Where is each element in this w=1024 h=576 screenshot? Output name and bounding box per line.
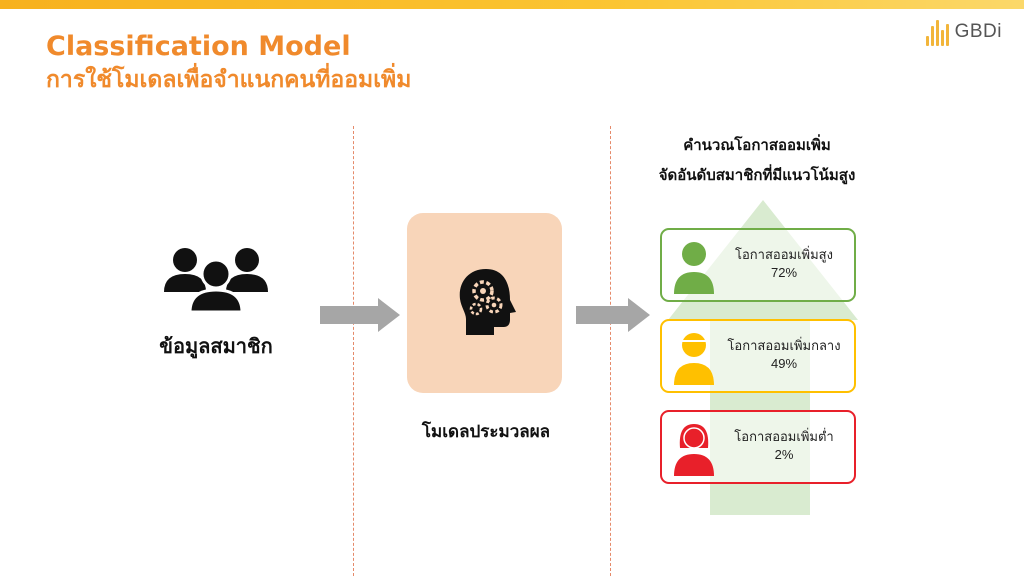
card-percent: 49%: [770, 356, 798, 371]
person-cap-icon: [674, 330, 714, 385]
card-percent: 72%: [770, 265, 798, 280]
title-thai: การใช้โมเดลเพื่อจำแนกคนที่ออมเพิ่ม: [46, 67, 412, 93]
logo-text: GBDi: [954, 21, 1002, 42]
card-medium: โอกาสออมเพิ่มกลาง 49%: [660, 319, 856, 393]
card-text: โอกาสออมเพิ่มสูง 72%: [718, 246, 850, 282]
card-label: โอกาสออมเพิ่มสูง: [735, 247, 833, 262]
arrow-right-icon: [320, 298, 400, 332]
arrow-right-icon: [576, 298, 650, 332]
head-gears-icon: [459, 269, 516, 335]
person-icon: [674, 242, 714, 294]
woman-icon: [674, 424, 714, 476]
model-label: โมเดลประมวลผล: [421, 422, 551, 442]
card-low: โอกาสออมเพิ่มต่ำ 2%: [660, 410, 856, 484]
card-text: โอกาสออมเพิ่มกลาง 49%: [718, 337, 850, 373]
card-label: โอกาสออมเพิ่มต่ำ: [734, 429, 834, 444]
card-percent: 2%: [774, 447, 794, 462]
top-accent-bar: [0, 0, 1024, 9]
member-data-label: ข้อมูลสมาชิก: [159, 334, 273, 358]
card-high: โอกาสออมเพิ่มสูง 72%: [660, 228, 856, 302]
output-title-line1: คำนวณโอกาสออมเพิ่ม: [683, 136, 831, 154]
card-label: โอกาสออมเพิ่มกลาง: [727, 338, 841, 353]
slide-title: Classification Model การใช้โมเดลเพื่อจำแ…: [46, 30, 411, 96]
output-title-line2: จัดอันดับสมาชิกที่มีแนวโน้มสูง: [658, 166, 856, 184]
output-title: คำนวณโอกาสออมเพิ่ม จัดอันดับสมาชิกที่มีแ…: [612, 130, 902, 190]
card-text: โอกาสออมเพิ่มต่ำ 2%: [718, 428, 850, 464]
title-english: Classification Model: [46, 31, 351, 62]
logo-bars-icon: [925, 18, 949, 46]
people-group-icon: [164, 248, 268, 314]
divider-line-right: [610, 126, 611, 576]
gbdi-logo: GBDi: [925, 18, 1002, 46]
divider-line-left: [353, 126, 354, 576]
